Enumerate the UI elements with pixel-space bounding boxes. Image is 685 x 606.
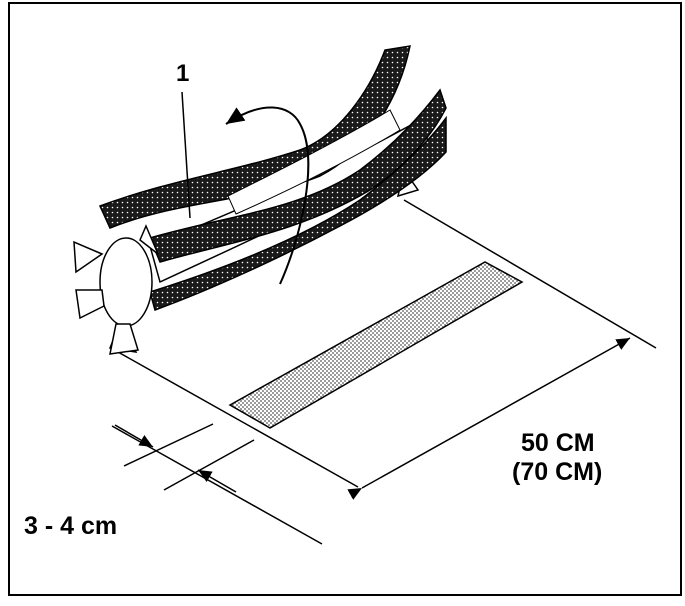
width-label-alternate: (70 CM) xyxy=(512,458,603,486)
frame-border xyxy=(8,2,682,596)
brush-roller-illustration xyxy=(73,45,447,355)
ground-lines xyxy=(111,199,657,545)
callout-number: 1 xyxy=(176,60,190,87)
callout-leader-line xyxy=(181,91,191,219)
width-dimension-arrow xyxy=(347,337,631,500)
height-dimension-arrows xyxy=(114,424,237,493)
height-setting-label: 3 - 4 cm xyxy=(24,512,118,540)
rotation-arrow-icon xyxy=(225,106,310,285)
width-label-primary: 50 CM xyxy=(521,429,595,457)
contact-patch xyxy=(228,261,524,429)
